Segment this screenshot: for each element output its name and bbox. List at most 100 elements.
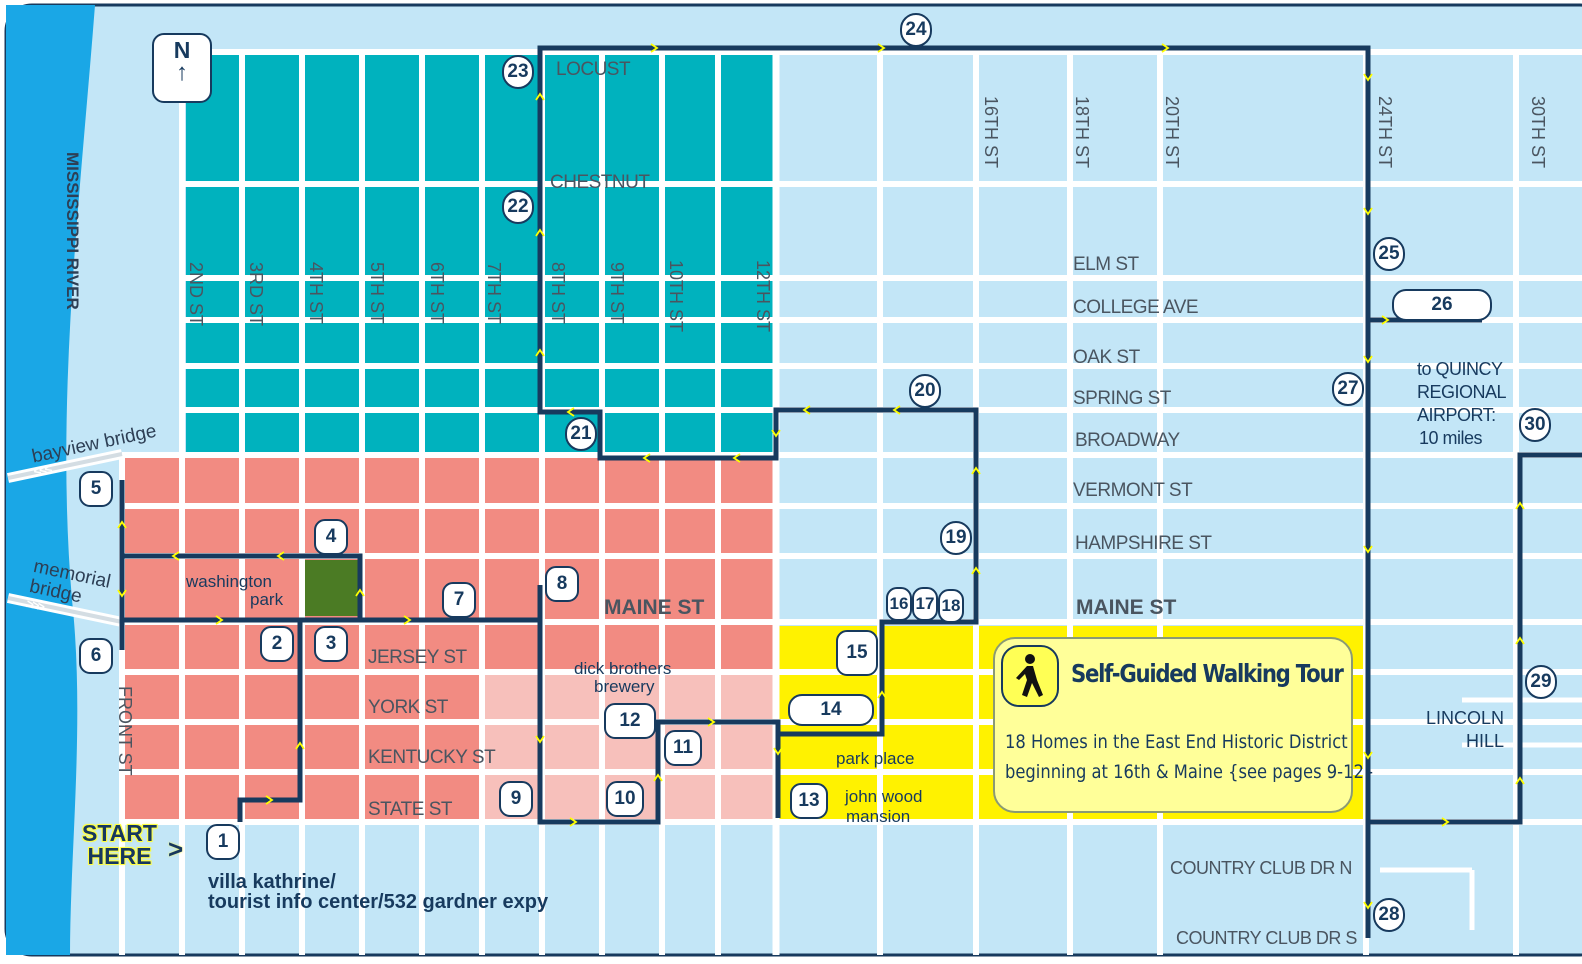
route-arrow-chevron	[1363, 545, 1373, 554]
street-label-16th: 16TH ST	[981, 96, 1001, 169]
route-arrow-icon-40	[1515, 501, 1525, 510]
tour-stop-18[interactable]: 18	[938, 589, 964, 623]
street-label-8th: 8TH ST	[548, 262, 568, 325]
tour-stop-11[interactable]: 11	[664, 730, 702, 766]
route-arrow-icon-2	[295, 741, 305, 750]
airport-line-1: to QUINCY	[1417, 359, 1503, 379]
route-arrows	[117, 43, 1525, 910]
north-compass: N ↑	[152, 33, 212, 103]
route-arrow-icon-31	[1363, 207, 1373, 216]
tour-stop-21[interactable]: 21	[565, 417, 597, 451]
street-label-7th: 7TH ST	[484, 262, 504, 325]
street-label-york: YORK ST	[368, 697, 448, 718]
route-arrow-icon-14	[773, 747, 783, 756]
north-arrow-icon: ↑	[176, 59, 188, 86]
tour-stop-2[interactable]: 2	[260, 626, 294, 662]
lincoln-line-1: LINCOLN	[1426, 708, 1505, 728]
route-arrow-chevron	[650, 43, 659, 53]
tour-stop-22[interactable]: 22	[502, 190, 534, 224]
start-line-1: START	[82, 820, 157, 846]
memorial-bridge-chevrons: >>>	[24, 596, 45, 615]
tour-stop-23[interactable]: 23	[502, 55, 534, 89]
route-arrow-icon-33	[1363, 545, 1373, 554]
tour-stop-5[interactable]: 5	[79, 471, 113, 507]
route-segment-6	[537, 45, 1371, 938]
street-label-state: STATE ST	[368, 799, 452, 820]
tour-stop-6[interactable]: 6	[79, 638, 113, 674]
route-arrow-chevron	[802, 405, 811, 415]
route-arrow-chevron	[215, 615, 224, 625]
street-label-18th: 18TH ST	[1072, 96, 1092, 169]
route-arrow-chevron	[535, 735, 545, 744]
tour-stop-14[interactable]: 14	[788, 694, 874, 726]
route-arrow-icon-26	[535, 92, 545, 101]
tour-stop-30[interactable]: 30	[1519, 408, 1551, 442]
route-arrow-chevron	[1515, 636, 1525, 645]
lincoln-hill-label: LINCOLN HILL	[1426, 707, 1504, 753]
route-arrow-chevron	[1515, 776, 1525, 785]
tour-stop-13[interactable]: 13	[790, 783, 828, 819]
route-arrow-icon-13	[707, 717, 716, 727]
route-arrow-icon-27	[650, 43, 659, 53]
street-label-12th: 12TH ST	[753, 260, 773, 333]
tour-stop-25[interactable]: 25	[1373, 237, 1405, 271]
memorial-bridge	[6, 593, 124, 627]
villa-line-2: tourist info center/532 gardner expy	[208, 891, 549, 913]
brewery-label-1: dick brothers	[574, 659, 672, 678]
airport-note: to QUINCY REGIONAL AIRPORT: 10 miles	[1417, 358, 1507, 450]
street-label-front: FRONT ST	[115, 686, 135, 776]
route-arrow-chevron	[892, 405, 901, 415]
tour-stop-1[interactable]: 1	[206, 824, 240, 860]
tour-stop-9[interactable]: 9	[499, 781, 533, 817]
route-segment-1	[237, 620, 303, 822]
tour-stop-29[interactable]: 29	[1525, 665, 1557, 699]
tour-stop-3[interactable]: 3	[314, 626, 348, 662]
route-arrow-chevron	[1363, 901, 1373, 910]
start-here-label: START HERE	[82, 822, 157, 868]
route-arrow-icon-23	[566, 407, 575, 417]
tour-stop-19[interactable]: 19	[940, 521, 972, 555]
street-label-10th: 10TH ST	[666, 260, 686, 333]
tour-stop-17[interactable]: 17	[912, 587, 938, 621]
tour-stop-10[interactable]: 10	[606, 781, 644, 817]
mansion-label-2: mansion	[846, 807, 911, 826]
route-arrow-chevron	[117, 520, 127, 529]
airport-line-2: REGIONAL	[1417, 382, 1507, 402]
route-arrow-chevron	[535, 92, 545, 101]
route-arrow-icon-30	[1363, 73, 1373, 82]
tour-stop-28[interactable]: 28	[1373, 898, 1405, 932]
washington-park-label-1: washington	[186, 572, 273, 591]
route-arrow-icon-10	[535, 735, 545, 744]
tour-stop-7[interactable]: 7	[442, 582, 476, 618]
tour-stop-26[interactable]: 26	[1392, 289, 1492, 321]
route-arrow-chevron	[569, 817, 578, 827]
route-arrow-chevron	[276, 551, 285, 561]
tour-stop-24[interactable]: 24	[900, 13, 932, 47]
route-arrow-icon-36	[1381, 315, 1390, 325]
street-label-3rd: 3RD ST	[246, 262, 266, 327]
start-arrow-icon: >	[168, 834, 184, 864]
tour-stop-27[interactable]: 27	[1332, 372, 1364, 406]
tour-stop-12[interactable]: 12	[604, 703, 656, 739]
tour-stop-20[interactable]: 20	[909, 374, 941, 408]
tour-stop-16[interactable]: 16	[886, 587, 912, 621]
route-segment-5	[537, 585, 781, 825]
lincoln-line-2: HILL	[1466, 731, 1505, 751]
route-arrow-chevron	[265, 795, 274, 805]
tour-stop-8[interactable]: 8	[545, 566, 579, 602]
tour-description-line-2: beginning at 16th & Maine {see pages 9-1…	[1005, 761, 1375, 783]
route-arrow-chevron	[403, 615, 412, 625]
street-label-vermont: VERMONT ST	[1073, 480, 1193, 501]
tour-stop-4[interactable]: 4	[314, 519, 348, 555]
route-arrow-icon-11	[569, 817, 578, 827]
route-arrow-chevron	[771, 429, 781, 438]
route-arrow-icon-28	[877, 43, 886, 53]
brewery-label-2: brewery	[594, 677, 655, 696]
route-arrow-chevron	[971, 566, 981, 575]
north-letter: N	[173, 37, 191, 63]
river-label: MISSISSIPPI RIVER	[63, 152, 82, 310]
route-arrow-chevron	[1515, 501, 1525, 510]
walking-person-icon	[1001, 645, 1059, 707]
tour-stop-15[interactable]: 15	[836, 630, 878, 676]
